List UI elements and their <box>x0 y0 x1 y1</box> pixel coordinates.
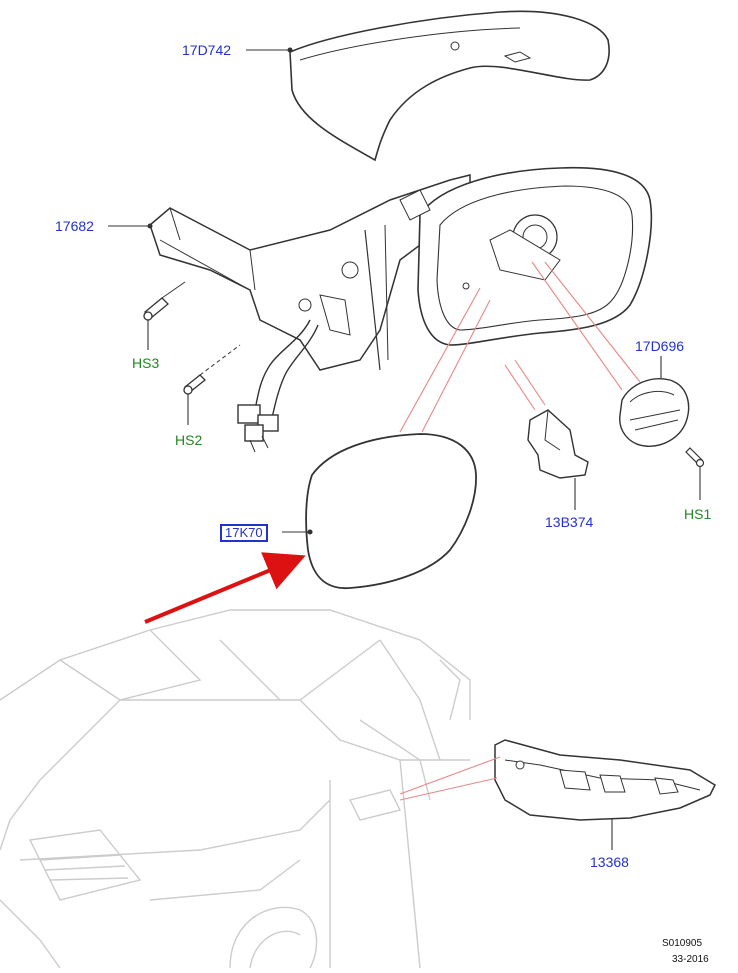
clip-part <box>527 409 589 479</box>
wiring-harness <box>237 319 319 453</box>
drawing-reference-code: S010905 <box>662 938 703 949</box>
mirror-head-part <box>399 166 653 346</box>
callout-13368: 13368 <box>590 854 629 870</box>
assembly-lines <box>399 261 641 801</box>
drawing-reference-date: 33-2016 <box>672 954 709 965</box>
callout-HS3: HS3 <box>132 355 160 371</box>
callout-HS2: HS2 <box>175 432 203 448</box>
callout-17682: 17682 <box>55 218 94 234</box>
callout-13B374: 13B374 <box>545 514 594 530</box>
screw-hs2 <box>183 344 241 395</box>
vehicle-outline <box>0 609 471 969</box>
callout-17D742: 17D742 <box>182 42 232 58</box>
callout-leaders <box>108 47 701 850</box>
pointer-arrow <box>144 552 306 624</box>
callout-17D696: 17D696 <box>635 338 685 354</box>
screw-hs3 <box>143 281 186 321</box>
actuator-part <box>619 378 690 447</box>
mirror-glass-part <box>305 433 477 589</box>
mirror-cover-part <box>289 10 610 162</box>
callout-HS1: HS1 <box>684 506 712 522</box>
screw-hs1 <box>685 447 705 468</box>
turn-signal-lamp-part <box>494 739 716 821</box>
callout-17K70-highlighted: 17K70 <box>220 524 268 542</box>
